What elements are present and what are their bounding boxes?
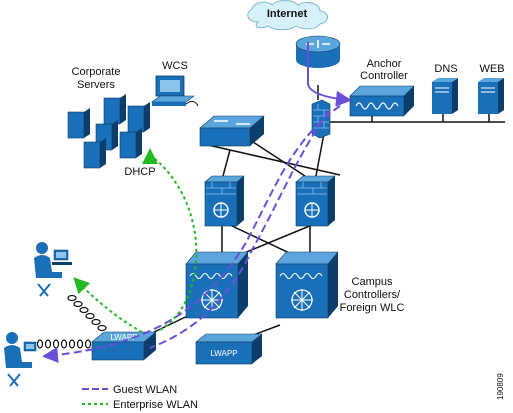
server-5 xyxy=(119,128,142,159)
lwapp-top-label: LWAPP xyxy=(110,333,137,342)
link-core-dist-right xyxy=(249,139,306,177)
campus-label-line1: Campus xyxy=(352,276,393,288)
link-mesh-1 xyxy=(207,144,341,176)
campus-label-line2: Controllers/ xyxy=(344,289,401,301)
guest-path-tunnel xyxy=(149,109,331,349)
web-label: WEB xyxy=(479,63,504,75)
server-2 xyxy=(127,102,150,133)
server-3 xyxy=(67,108,90,139)
distribution-firewall-right xyxy=(295,175,336,227)
link-core-dist-left xyxy=(222,149,231,177)
distribution-firewall-left xyxy=(204,175,245,227)
guest-path-internet-to-anchor xyxy=(307,42,352,107)
wireless-signal-lower xyxy=(36,339,92,349)
lwapp-bottom-label: LWAPP xyxy=(210,349,237,358)
dhcp-label: DHCP xyxy=(124,166,155,178)
guest-wlan-path xyxy=(42,42,352,363)
legend-guest-label: Guest WLAN xyxy=(113,384,177,396)
internet-label: Internet xyxy=(267,8,308,20)
server-6 xyxy=(83,138,106,169)
wireless-client-enterprise xyxy=(34,242,72,297)
dmz-firewall xyxy=(311,99,331,139)
dns-label: DNS xyxy=(434,63,457,75)
campus-controller-right xyxy=(275,251,339,319)
enterprise-path-to-client xyxy=(73,277,143,333)
corporate-label-line1: Corporate xyxy=(72,66,121,78)
anchor-label-line1: Anchor xyxy=(367,58,402,70)
wireless-signal-upper xyxy=(67,294,107,332)
anchor-label-line2: Controller xyxy=(360,70,408,82)
figure-id: 190809 xyxy=(496,373,505,400)
server-1 xyxy=(103,94,126,125)
wcs-workstation: WCS xyxy=(151,60,199,107)
guest-path-anchor-to-client xyxy=(42,105,341,363)
anchor-controller: Anchor Controller xyxy=(349,58,415,117)
internet-cloud: Internet xyxy=(247,0,328,31)
corporate-label-line2: Servers xyxy=(77,79,115,91)
wireless-client-guest xyxy=(4,332,37,387)
legend: Guest WLAN Enterprise WLAN xyxy=(82,384,198,411)
internet-router xyxy=(295,35,341,68)
legend-enterprise-label: Enterprise WLAN xyxy=(113,399,198,411)
dns-server: DNS xyxy=(432,63,458,114)
lwapp-access-point: LWAPP xyxy=(91,331,157,361)
wcs-label: WCS xyxy=(162,60,188,72)
lwapp-switch-bottom: LWAPP xyxy=(195,333,263,365)
campus-label-line3: Foreign WLC xyxy=(340,302,405,314)
corporate-servers: Corporate Servers DHCP xyxy=(67,66,156,178)
web-server: WEB xyxy=(478,63,505,114)
enterprise-wlan-path xyxy=(73,148,198,333)
core-switch xyxy=(199,115,265,147)
